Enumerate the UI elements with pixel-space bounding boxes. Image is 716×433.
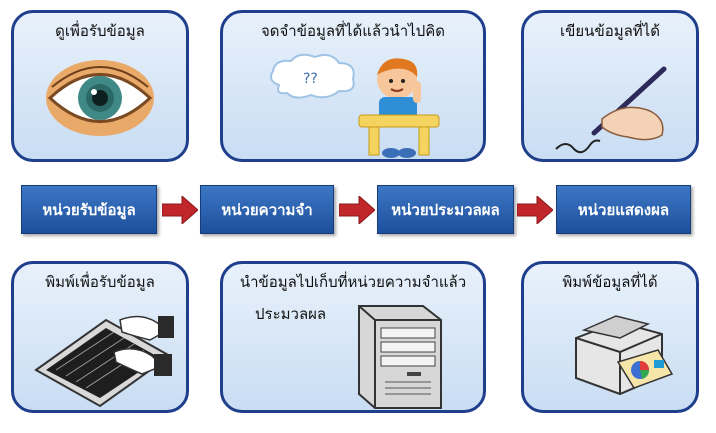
arrow-right-icon — [162, 196, 198, 224]
typing-card: พิมพ์เพื่อรับข้อมูล — [11, 261, 189, 413]
output-unit-box: หน่วยแสดงผล — [556, 185, 691, 234]
writing-hand-icon — [555, 66, 667, 154]
input-unit-box: หน่วยรับข้อมูล — [21, 185, 157, 234]
print-card-label: พิมพ์ข้อมูลที่ได้ — [562, 273, 658, 291]
eye-card-label: ดูเพื่อรับข้อมูล — [55, 22, 145, 40]
eye-card: ดูเพื่อรับข้อมูล — [11, 10, 189, 162]
write-card: เขียนข้อมูลที่ได้ — [521, 10, 699, 162]
store-card-label-line2: ประมวลผล — [255, 305, 327, 323]
cloud-question-marks: ?? — [303, 71, 318, 87]
keyboard-typing-icon — [34, 315, 174, 408]
thinking-cloud-icon: ?? — [270, 53, 355, 99]
store-card-label-line1: นำข้อมูลไปเก็บที่หน่วยความจำแล้ว — [239, 273, 467, 291]
thinking-child-icon — [358, 58, 440, 158]
think-card-label: จดจำข้อมูลที่ได้แล้วนำไปคิด — [260, 22, 446, 40]
memory-unit-box: หน่วยความจำ — [200, 185, 334, 234]
arrow-right-icon — [339, 196, 375, 224]
processing-unit-box: หน่วยประมวลผล — [377, 185, 514, 234]
write-card-label: เขียนข้อมูลที่ได้ — [560, 22, 660, 40]
store-card: นำข้อมูลไปเก็บที่หน่วยความจำแล้ว ประมวลผ… — [220, 261, 486, 413]
print-card: พิมพ์ข้อมูลที่ได้ — [521, 261, 699, 413]
typing-card-label: พิมพ์เพื่อรับข้อมูล — [45, 273, 155, 291]
eye-icon — [46, 60, 154, 136]
computer-tower-icon — [358, 305, 442, 409]
printer-icon — [575, 315, 674, 396]
arrow-right-icon — [517, 196, 553, 224]
think-card: จดจำข้อมูลที่ได้แล้วนำไปคิด ?? — [220, 10, 486, 162]
